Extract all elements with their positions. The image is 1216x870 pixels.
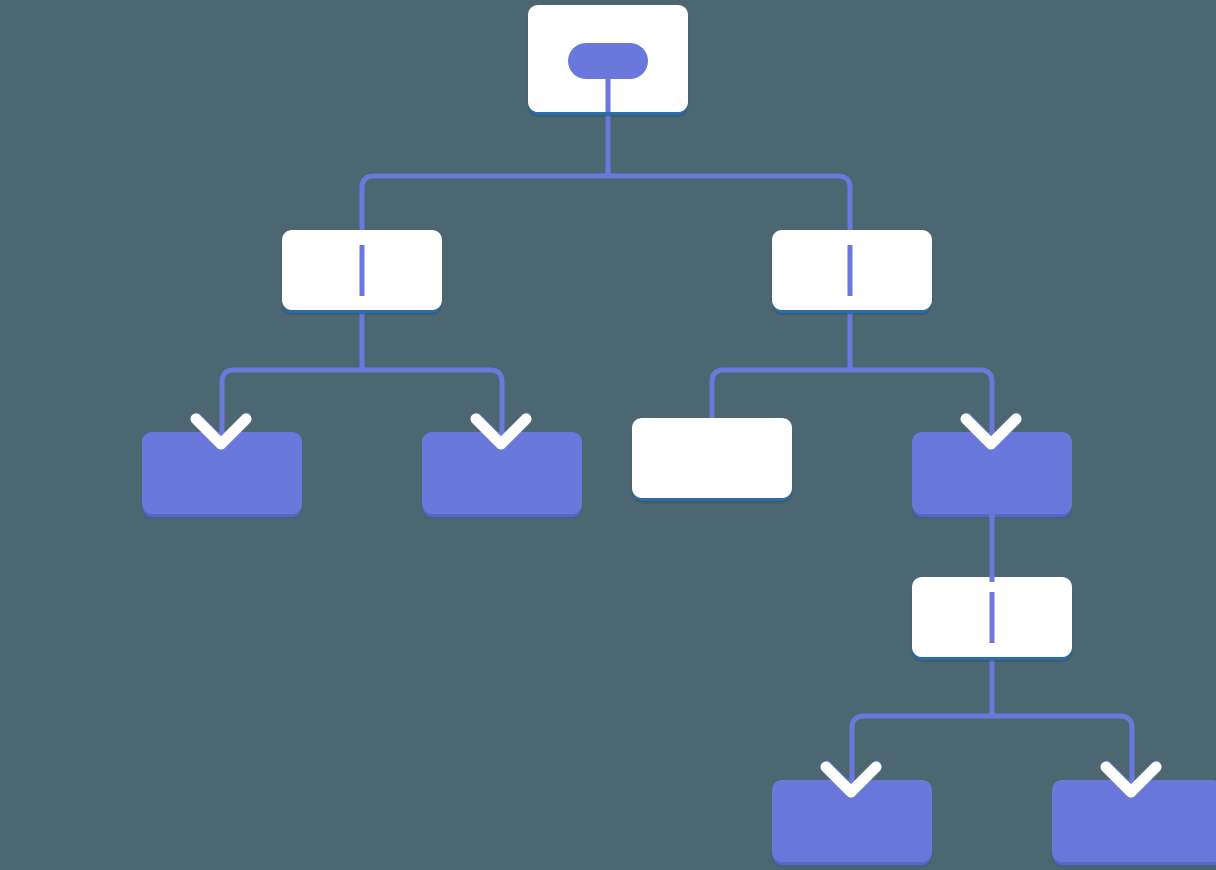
node-branch-right[interactable] [772,230,932,310]
node-subbranch[interactable] [912,432,1072,514]
node-leaf-a[interactable] [142,432,302,514]
node-root[interactable] [528,5,688,112]
root-pill-badge [568,43,648,79]
node-branch-left[interactable] [282,230,442,310]
node-leaf-d[interactable] [1052,780,1216,862]
node-subbranch-white[interactable] [912,577,1072,657]
node-leaf-c[interactable] [772,780,932,862]
node-leaf-white[interactable] [632,418,792,498]
node-leaf-b[interactable] [422,432,582,514]
